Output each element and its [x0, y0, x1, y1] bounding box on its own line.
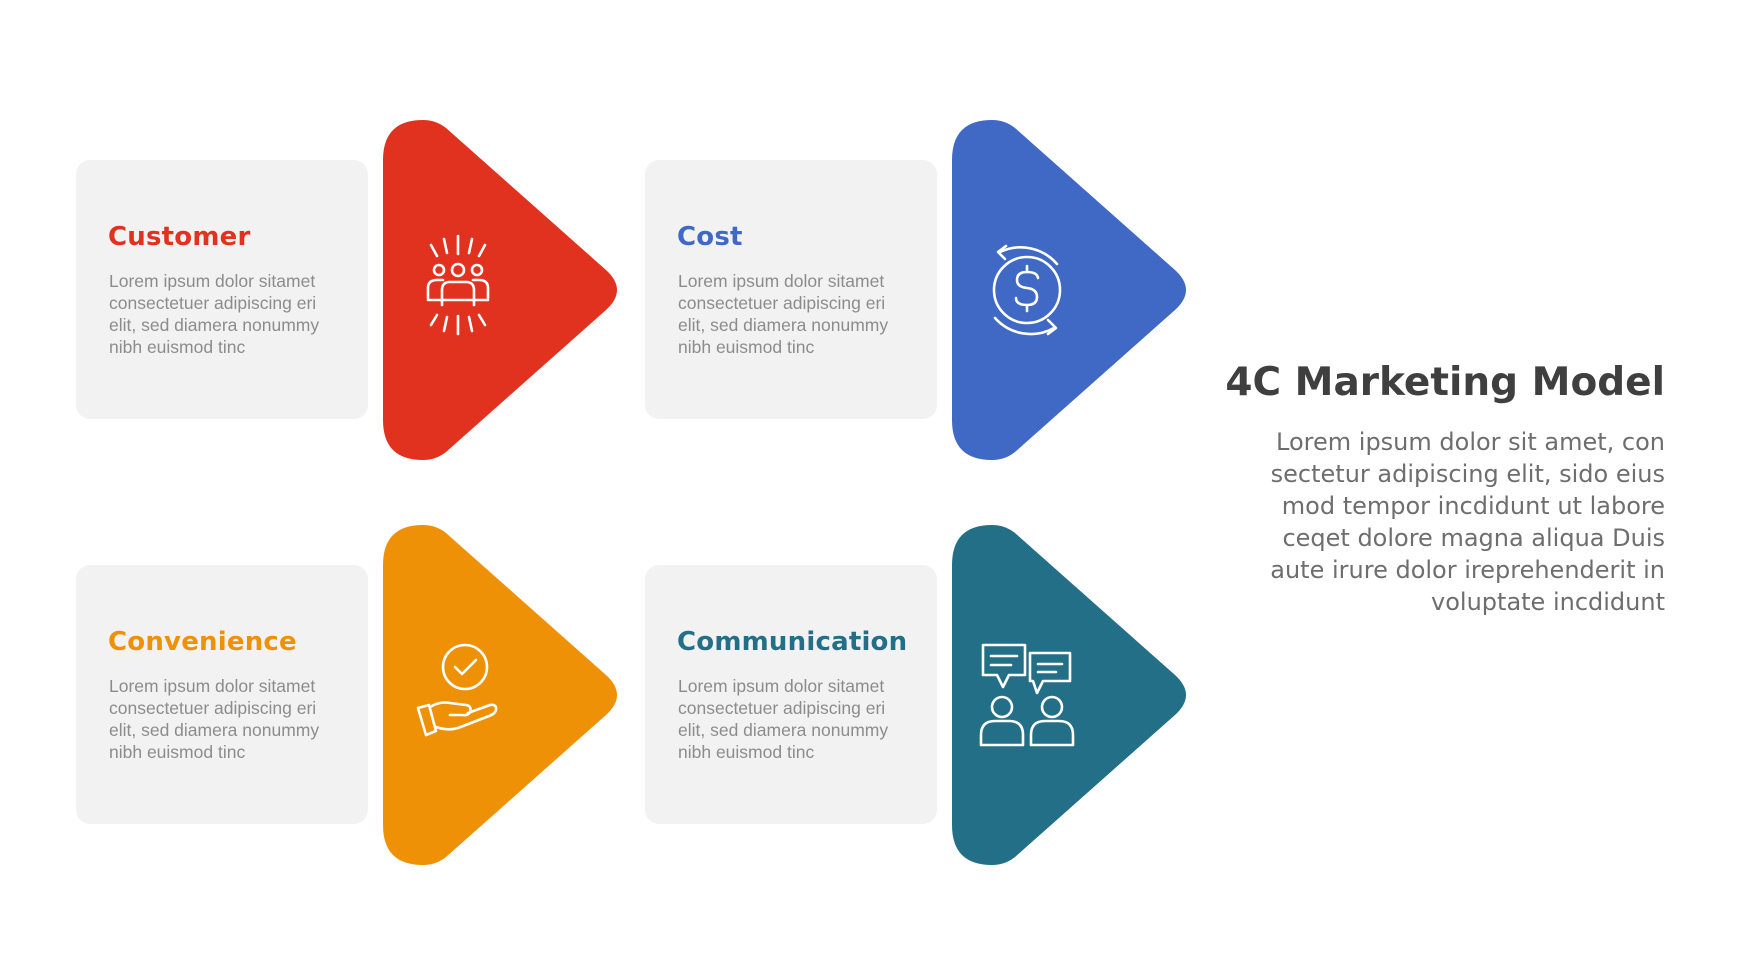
desc-line: nibh euismod tinc — [678, 742, 815, 762]
desc-line: consectetuer adipiscing eri — [109, 698, 317, 718]
chat-people-icon — [979, 643, 1075, 747]
step-customer: Customer Lorem ipsum dolor sitamet conse… — [76, 120, 716, 460]
body-line: voluptate incdidunt — [1431, 588, 1665, 616]
desc-line: elit, sed diamera nonummy — [678, 720, 889, 740]
step-title: Convenience — [108, 627, 297, 657]
body-line: mod tempor incdidunt ut labore — [1281, 492, 1665, 520]
desc-line: consectetuer adipiscing eri — [678, 698, 886, 718]
card-background — [76, 160, 368, 419]
diagram-description: Lorem ipsum dolor sit amet, con sectetur… — [1245, 426, 1665, 618]
body-line: sectetur adipiscing elit, sido eius — [1270, 460, 1665, 488]
step-description: Lorem ipsum dolor sitamet consectetuer a… — [678, 270, 896, 358]
body-line: Lorem ipsum dolor sit amet, con — [1276, 428, 1665, 456]
hand-check-icon — [416, 643, 498, 737]
desc-line: nibh euismod tinc — [109, 337, 246, 357]
desc-line: elit, sed diamera nonummy — [109, 720, 320, 740]
people-group-icon — [426, 234, 490, 336]
triangle-arrow — [952, 120, 1186, 460]
step-convenience: Convenience Lorem ipsum dolor sitamet co… — [76, 525, 716, 865]
desc-line: consectetuer adipiscing eri — [678, 293, 886, 313]
step-description: Lorem ipsum dolor sitamet consectetuer a… — [109, 270, 327, 358]
body-line: ceqet dolore magna aliqua Duis — [1282, 524, 1665, 552]
desc-line: elit, sed diamera nonummy — [678, 315, 889, 335]
triangle-arrow — [952, 525, 1186, 865]
step-cost: Cost Lorem ipsum dolor sitamet consectet… — [645, 120, 1285, 460]
step-description: Lorem ipsum dolor sitamet consectetuer a… — [109, 675, 327, 763]
dollar-cycle-icon — [992, 244, 1062, 336]
card-background — [645, 565, 937, 824]
desc-line: elit, sed diamera nonummy — [109, 315, 320, 335]
desc-line: nibh euismod tinc — [678, 337, 815, 357]
desc-line: nibh euismod tinc — [109, 742, 246, 762]
desc-line: Lorem ipsum dolor sitamet — [678, 271, 885, 291]
card-background — [76, 565, 368, 824]
step-title: Customer — [108, 222, 251, 252]
step-title: Cost — [677, 222, 743, 252]
step-title: Communication — [677, 627, 908, 657]
diagram-title: 4C Marketing Model — [1225, 360, 1665, 405]
body-line: aute irure dolor ireprehenderit in — [1270, 556, 1665, 584]
desc-line: Lorem ipsum dolor sitamet — [109, 271, 316, 291]
desc-line: Lorem ipsum dolor sitamet — [678, 676, 885, 696]
triangle-arrow — [383, 120, 617, 460]
card-background — [645, 160, 937, 419]
desc-line: Lorem ipsum dolor sitamet — [109, 676, 316, 696]
step-description: Lorem ipsum dolor sitamet consectetuer a… — [678, 675, 896, 763]
step-communication: Communication Lorem ipsum dolor sitamet … — [645, 525, 1285, 865]
desc-line: consectetuer adipiscing eri — [109, 293, 317, 313]
triangle-arrow — [383, 525, 617, 865]
